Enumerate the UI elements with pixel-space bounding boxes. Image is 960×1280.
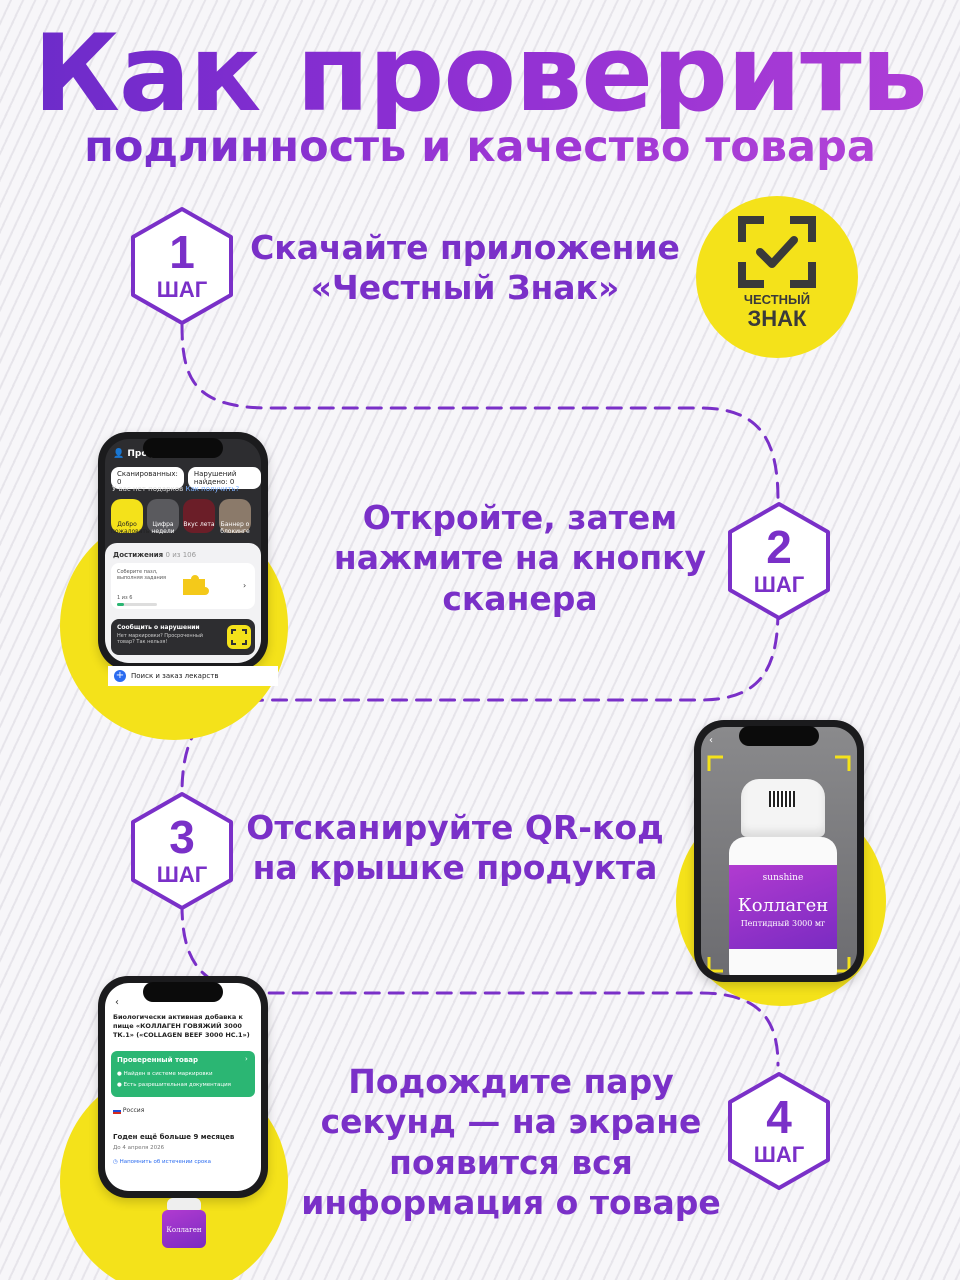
scan-frame: [707, 755, 851, 973]
step-3-number: 3: [169, 811, 195, 863]
step-2-word: ШАГ: [753, 572, 805, 597]
tile-welcome[interactable]: Добро пожаловать: [111, 499, 149, 535]
violations-count: Нарушений найдено: 0: [187, 467, 261, 489]
hexagon-icon: [728, 1072, 830, 1190]
puzzle-icon: [179, 569, 209, 599]
remind-link[interactable]: ◷ Напомнить об истечении срока: [113, 1159, 211, 1165]
step-1-badge: 1 ШАГ: [128, 205, 236, 327]
hexagon-icon: [728, 502, 830, 620]
result-jar: Коллаген: [158, 1198, 210, 1250]
medicine-search-link[interactable]: + Поиск и заказ лекарств: [108, 666, 278, 686]
step-4-badge: 4 ШАГ: [725, 1070, 833, 1192]
clock-icon: ◷: [113, 1159, 118, 1165]
step-1-word: ШАГ: [156, 277, 208, 302]
scanned-count: Сканированных: 0: [111, 467, 184, 489]
user-icon: 👤: [113, 449, 125, 459]
step-1-text: Скачайте приложение «Честный Знак»: [250, 228, 680, 308]
chevron-right-icon[interactable]: ›: [243, 581, 247, 590]
tile-blog[interactable]: Баннер о блокинге: [219, 499, 251, 535]
step-3-word: ШАГ: [156, 862, 208, 887]
how-get-link[interactable]: Как получить?: [185, 485, 240, 493]
phone-result: ‹ Биологически активная добавка к пище «…: [98, 976, 268, 1198]
scan-icon: [231, 629, 247, 645]
step-4-text: Подождите пару секунд — на экране появит…: [301, 1062, 721, 1222]
page-title: Как проверить: [0, 18, 960, 130]
tile-week[interactable]: Цифра недели: [147, 499, 179, 535]
back-icon[interactable]: ‹: [115, 997, 119, 1008]
hexagon-icon: [131, 792, 233, 910]
report-card[interactable]: Сообщить о нарушении Нет маркировки? Про…: [111, 619, 255, 655]
chestny-znak-logo: ЧЕСТНЫЙ ЗНАК: [696, 196, 858, 358]
back-icon[interactable]: ‹: [709, 735, 713, 746]
hexagon-icon: [131, 207, 233, 325]
scan-check-icon: [738, 216, 816, 288]
page-subtitle: подлинность и качество товара: [0, 123, 960, 171]
qr-code-icon: [769, 791, 795, 807]
step-3-text: Отсканируйте QR-код на крышке продукта: [246, 808, 664, 888]
step-2-badge: 2 ШАГ: [725, 500, 833, 622]
achievements-panel: Достижения 0 из 106 Соберите пазл, выпол…: [105, 543, 261, 663]
tile-summer[interactable]: Вкус лета: [183, 499, 215, 533]
step-2-number: 2: [766, 521, 792, 573]
step-4-number: 4: [766, 1091, 792, 1143]
jar-body: sunshine Коллаген Пептидный 3000 мг: [729, 837, 837, 975]
check-icon: ●: [117, 1071, 122, 1077]
phone-profile: 👤 Профиль Сканированных: 0 Нарушений най…: [98, 432, 268, 670]
check-icon: ●: [117, 1082, 122, 1088]
progress-bar: [117, 603, 157, 606]
jar-lid: [741, 779, 825, 837]
plus-icon: +: [114, 670, 126, 682]
chevron-right-icon: ›: [245, 1055, 248, 1063]
step-1-number: 1: [169, 226, 195, 278]
step-2-text: Откройте, затем нажмите на кнопку сканер…: [333, 498, 707, 618]
scanner-button[interactable]: [227, 625, 251, 649]
logo-line2: ЗНАК: [747, 306, 807, 331]
collagen-jar: sunshine Коллаген Пептидный 3000 мг: [723, 779, 843, 975]
phone-scanner: ‹ sunshine Коллаген Пептидный 3000 мг: [694, 720, 864, 982]
russia-flag-icon: [113, 1107, 121, 1114]
step-4-word: ШАГ: [753, 1142, 805, 1167]
promo-tiles: Добро пожаловать Цифра недели Вкус лета …: [111, 499, 251, 535]
step-3-badge: 3 ШАГ: [128, 790, 236, 912]
logo-line1: ЧЕСТНЫЙ: [743, 292, 811, 307]
verified-card[interactable]: Проверенный товар › ● Найден в системе м…: [111, 1051, 255, 1097]
